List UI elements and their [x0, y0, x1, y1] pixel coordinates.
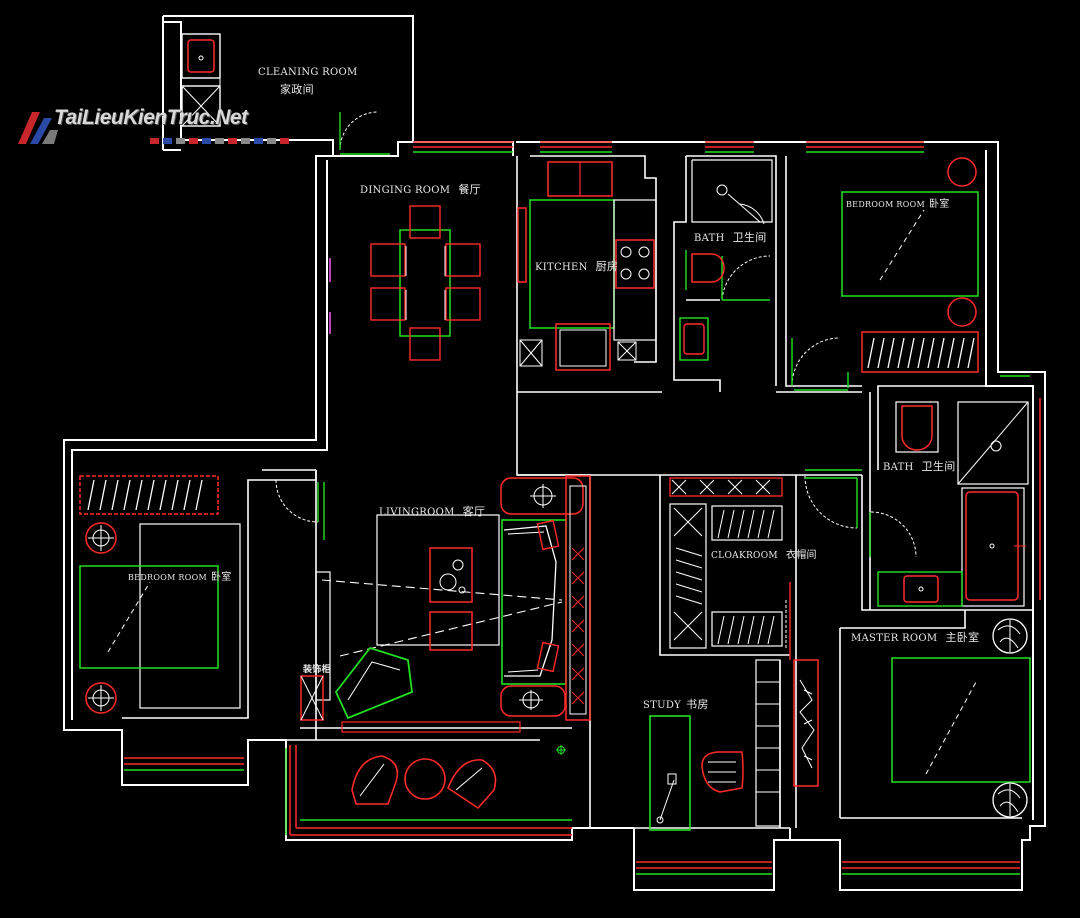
watermark-text: TaiLieuKienTruc.Net	[54, 106, 248, 129]
label-bath2: BATH 卫生间	[883, 458, 956, 474]
label-cleaning-en: CLEANING ROOM	[258, 67, 358, 78]
master-bedroom-furniture	[793, 618, 1031, 818]
doors	[275, 111, 917, 558]
watermark-logo: TaiLieuKienTruc.Net	[14, 100, 289, 152]
label-study: STUDY 书房	[643, 696, 709, 712]
watermark-dot	[241, 138, 250, 144]
label-dining-en: DINGING ROOM	[360, 185, 451, 196]
bath2-fixtures	[877, 401, 1029, 607]
label-master-cn: 主卧室	[945, 631, 980, 644]
label-kitchen-cn: 厨房	[595, 260, 619, 273]
label-master-en: MASTER ROOM	[851, 633, 938, 644]
label-living-en: LIVINGROOM	[379, 507, 455, 518]
windows	[124, 141, 1041, 875]
watermark-dots	[150, 138, 289, 144]
label-cloakroom: CLOAKROOM 衣帽间	[711, 546, 817, 561]
label-master-room: MASTER ROOM 主卧室	[851, 629, 979, 645]
watermark-dot	[189, 138, 198, 144]
watermark-dot	[215, 138, 224, 144]
label-study-en: STUDY	[643, 700, 682, 711]
label-cloak-en: CLOAKROOM	[711, 551, 778, 561]
label-cleaning-cn: 家政间	[280, 83, 314, 96]
kitchen-fixtures	[517, 161, 657, 371]
watermark-dot	[267, 138, 276, 144]
label-kitchen: KITCHEN 厨房	[535, 258, 618, 274]
exterior-walls	[63, 15, 1046, 891]
watermark-dot	[280, 138, 289, 144]
label-bedroom-ne-cn: 卧室	[928, 199, 950, 210]
label-bedroom-w-cn: 卧室	[210, 572, 232, 583]
label-bath2-cn: 卫生间	[921, 460, 956, 473]
label-study-cn: 书房	[686, 698, 709, 711]
living-room-furniture	[300, 475, 591, 733]
label-cleaning-room: CLEANING ROOM	[258, 67, 358, 78]
label-decor-cabinet: 装饰柜	[303, 662, 331, 675]
balcony-furniture	[351, 745, 566, 810]
label-living-cn: 客厅	[462, 505, 486, 518]
label-bath2-en: BATH	[883, 462, 914, 473]
label-cabinet-cn: 装饰柜	[303, 665, 331, 675]
label-kitchen-en: KITCHEN	[535, 262, 588, 273]
watermark-dot	[176, 138, 185, 144]
label-bath1: BATH 卫生间	[694, 229, 767, 245]
interior-walls	[122, 155, 1033, 829]
label-dining-cn: 餐厅	[458, 183, 481, 196]
ne-bedroom-furniture	[841, 157, 979, 373]
label-bedroom-w-en: BEDROOM ROOM	[128, 573, 207, 582]
site-logo-icon	[18, 112, 58, 144]
label-cloak-cn: 衣帽间	[785, 550, 817, 561]
cleaning-room-fixtures	[181, 33, 221, 127]
label-cleaning-room-cn: 家政间	[280, 81, 314, 97]
label-dining-room: DINGING ROOM 餐厅	[360, 181, 481, 197]
watermark-dot	[150, 138, 159, 144]
watermark-dot	[254, 138, 263, 144]
label-livingroom: LIVINGROOM 客厅	[379, 503, 485, 519]
west-bedroom-furniture	[79, 475, 241, 714]
bath1-fixtures	[679, 159, 773, 361]
study-furniture	[649, 659, 781, 831]
dining-table-set	[370, 205, 481, 361]
label-bath1-en: BATH	[694, 233, 725, 244]
label-bath1-cn: 卫生间	[732, 231, 767, 244]
watermark-dot	[202, 138, 211, 144]
label-bedroom-ne-en: BEDROOM ROOM	[846, 200, 925, 209]
cloakroom-storage	[669, 477, 791, 660]
watermark-dot	[228, 138, 237, 144]
watermark-dot	[163, 138, 172, 144]
